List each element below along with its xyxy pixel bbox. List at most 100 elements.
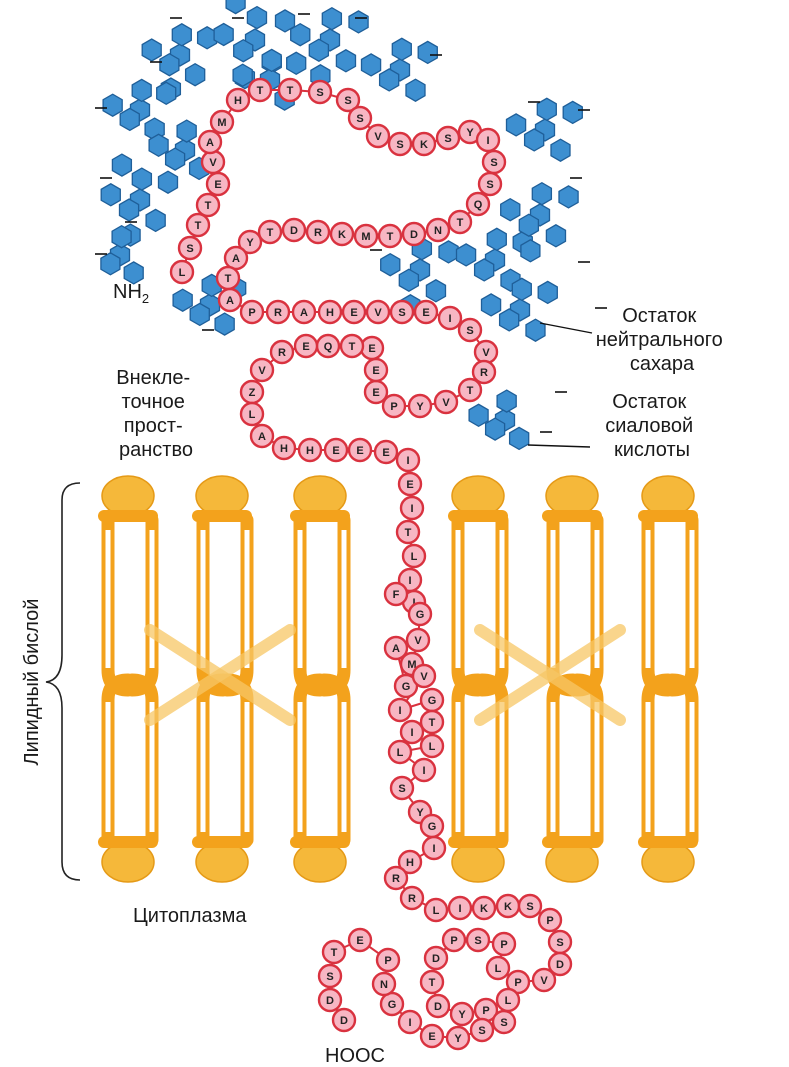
amino-acid-residue: D (283, 219, 305, 241)
amino-acid-residue: L (425, 899, 447, 921)
amino-acid-residue: A (251, 425, 273, 447)
sugar-hexagon (521, 240, 540, 262)
lipid-tail (553, 680, 573, 840)
lipid-tail (132, 680, 152, 840)
amino-acid-residue: P (377, 949, 399, 971)
amino-acid-residue: E (375, 441, 397, 463)
sugar-hexagon (322, 8, 341, 30)
residue-letter: M (361, 231, 370, 243)
sugar-hexagon (291, 24, 310, 46)
amino-acid-residue: H (273, 437, 295, 459)
amino-acid-residue: T (323, 941, 345, 963)
sugar-hexagon (120, 199, 139, 221)
amino-acid-residue: E (399, 473, 421, 495)
amino-acid-residue: F (385, 583, 407, 605)
residue-letter: I (410, 727, 413, 739)
residue-letter: M (217, 117, 226, 129)
lipid-tail (300, 680, 320, 840)
residue-letter: V (374, 131, 382, 143)
sugar-hexagon (501, 199, 520, 221)
sugar-hexagon (362, 54, 381, 76)
amino-acid-residue: A (385, 637, 407, 659)
residue-letter: R (274, 307, 282, 319)
neutral-sugar-label: Остаток нейтрального сахара (596, 305, 729, 375)
sugar-hexagon (190, 303, 209, 325)
lipid-neck (542, 836, 602, 848)
amino-acid-residue: S (519, 895, 541, 917)
residue-letter: L (411, 551, 418, 563)
sugar-hexagon (399, 269, 418, 291)
residue-letter: Y (416, 401, 424, 413)
amino-acid-residue: V (251, 359, 273, 381)
residue-letter: R (408, 893, 416, 905)
amino-acid-residue: V (475, 341, 497, 363)
residue-letter: S (326, 971, 333, 983)
amino-acid-residue: Q (467, 193, 489, 215)
residue-letter: I (408, 1017, 411, 1029)
cooh-label: HOOC (325, 1045, 385, 1067)
amino-acid-residue: I (397, 449, 419, 471)
residue-letter: I (406, 455, 409, 467)
amino-acid-residue: S (391, 301, 413, 323)
residue-letter: P (390, 401, 397, 413)
sugar-hexagon (336, 50, 355, 72)
amino-acid-residue: E (349, 439, 371, 461)
amino-acid-residue: Z (241, 381, 263, 403)
residue-letter: P (384, 955, 391, 967)
lipid-neck (98, 510, 158, 522)
sugar-hexagon (215, 313, 234, 335)
lipid-tail (482, 520, 502, 690)
amino-acid-residue: P (241, 301, 263, 323)
lipid-tail (324, 520, 344, 690)
amino-acid-residue: A (219, 289, 241, 311)
sugar-hexagon (525, 129, 544, 151)
residue-letter: N (434, 225, 442, 237)
sialic-acid-label: Остаток сиаловой кислоты (605, 391, 699, 461)
residue-letter: L (249, 409, 256, 421)
amino-acid-residue: P (539, 909, 561, 931)
sugar-hexagon (512, 278, 531, 300)
sugar-hexagon (234, 40, 253, 62)
sugar-hexagon (132, 79, 151, 101)
sugar-hexagon (142, 39, 161, 61)
amino-acid-residue: L (421, 735, 443, 757)
amino-acid-residue: I (413, 759, 435, 781)
lipid-tail (203, 680, 223, 840)
residue-letter: V (442, 397, 450, 409)
amino-acid-residue: Q (317, 335, 339, 357)
amino-acid-residue: K (473, 897, 495, 919)
residue-letter: G (416, 609, 425, 621)
amino-acid-residue: S (459, 319, 481, 341)
amino-acid-residue: S (467, 929, 489, 951)
residue-letter: L (505, 995, 512, 1007)
lipid-neck (448, 836, 508, 848)
residue-letter: I (458, 903, 461, 915)
sugar-hexagon (172, 24, 191, 46)
sugar-hexagon (469, 404, 488, 426)
amino-acid-residue: R (401, 887, 423, 909)
lipid-neck (192, 836, 252, 848)
residue-letter: S (490, 157, 497, 169)
sugar-hexagon (381, 254, 400, 276)
residue-letter: G (388, 999, 397, 1011)
residue-letter: T (387, 231, 394, 243)
amino-acid-residue: E (295, 335, 317, 357)
amino-acid-residue: S (549, 931, 571, 953)
residue-letter: T (257, 85, 264, 97)
amino-acid-residue: H (299, 439, 321, 461)
residue-letter: S (500, 1017, 507, 1029)
sugar-hexagon (380, 69, 399, 91)
amino-acid-residue: V (533, 969, 555, 991)
residue-letter: T (467, 385, 474, 397)
amino-acid-residue: D (333, 1009, 355, 1031)
amino-acid-residue: E (421, 1025, 443, 1047)
residue-letter: V (414, 635, 422, 647)
amino-acid-residue: T (449, 211, 471, 233)
residue-letter: D (290, 225, 298, 237)
residue-letter: H (280, 443, 288, 455)
residue-letter: S (486, 179, 493, 191)
sugar-hexagon (418, 41, 437, 63)
amino-acid-residue: I (399, 1011, 421, 1033)
residue-letter: A (226, 295, 234, 307)
